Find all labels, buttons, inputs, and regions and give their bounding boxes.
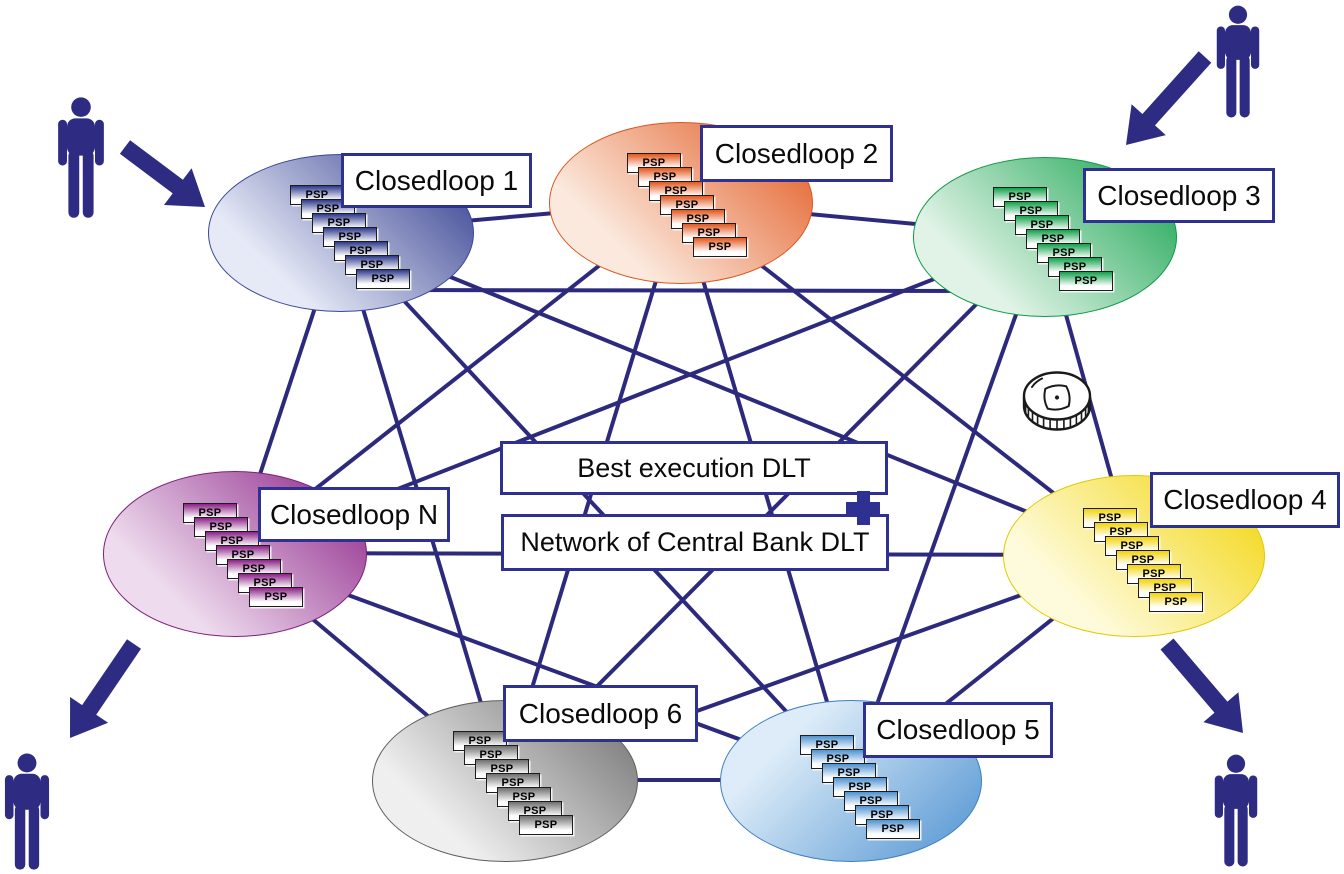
coin-icon (1020, 366, 1094, 439)
edge-cl1-clN (232, 231, 342, 554)
central-bank-dlt-label: Network of Central Bank DLT (520, 527, 870, 557)
edge-cl4-cl5 (848, 553, 1135, 782)
best-execution-dlt-label: Best execution DLT (577, 452, 811, 483)
edge-cl5-clN (233, 551, 851, 782)
arrow-top-left (119, 140, 205, 207)
edge-cl6-clN (232, 551, 506, 782)
arrow-bottom-left (70, 639, 141, 738)
edge-cl1-cl2 (339, 200, 681, 234)
edge-cl1-cl3 (397, 288, 973, 293)
edge-cl2-cl3 (679, 200, 1045, 238)
edge-cl2-clN (232, 200, 682, 555)
arrow-top-right (1126, 51, 1212, 145)
edge-cl3-cl5 (848, 235, 1046, 781)
central-bank-dlt-box: Network of Central Bank DLT (501, 514, 889, 571)
best-execution-dlt-box: Best execution DLT (500, 441, 888, 495)
edge-cl1-cl6 (338, 231, 506, 781)
plus-icon (846, 491, 880, 525)
arrow-bottom-right (1160, 638, 1243, 733)
